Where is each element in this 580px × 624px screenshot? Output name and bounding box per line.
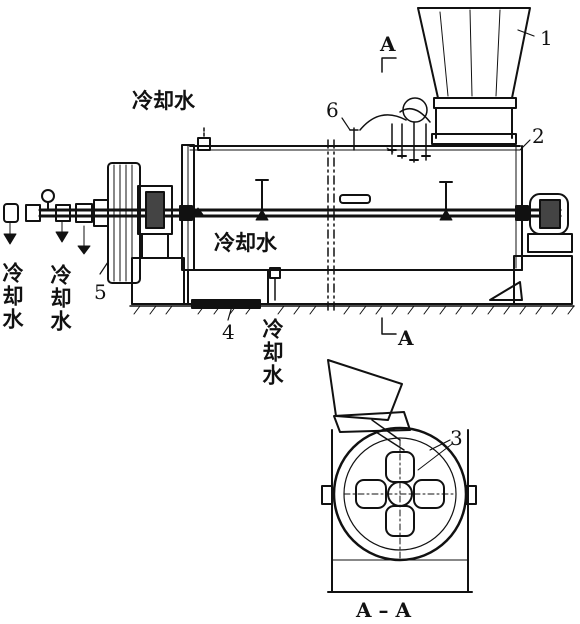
- part-label-5: 5: [94, 280, 107, 304]
- cooling-water-label-left-2: 冷却水: [48, 264, 73, 333]
- part-label-2: 2: [532, 124, 545, 148]
- inlet-pipe-fittings: [3, 189, 109, 255]
- main-shaft: [38, 205, 562, 221]
- section-view: [321, 359, 477, 593]
- motor-end: [527, 193, 573, 253]
- pulley: [107, 162, 173, 284]
- spray-nozzles: [191, 97, 453, 221]
- section-view-title: A – A: [356, 598, 411, 622]
- section-marker-a-bottom: A: [398, 326, 414, 350]
- part-label-4: 4: [222, 320, 235, 344]
- cooling-water-label-top: 冷却水: [132, 88, 195, 113]
- cooling-water-label-middle: 冷却水: [214, 230, 277, 255]
- cooling-water-label-bottom: 冷却水: [260, 318, 285, 387]
- main-drum: [129, 139, 575, 315]
- hopper: [417, 7, 531, 145]
- part-label-6: 6: [326, 98, 339, 122]
- section-markers: [381, 57, 397, 335]
- section-marker-a-top: A: [380, 32, 396, 56]
- leader-lines: [99, 29, 535, 451]
- part-label-3: 3: [450, 426, 463, 450]
- part-label-1: 1: [540, 26, 553, 50]
- cooling-water-label-left-1: 冷却水: [0, 262, 25, 331]
